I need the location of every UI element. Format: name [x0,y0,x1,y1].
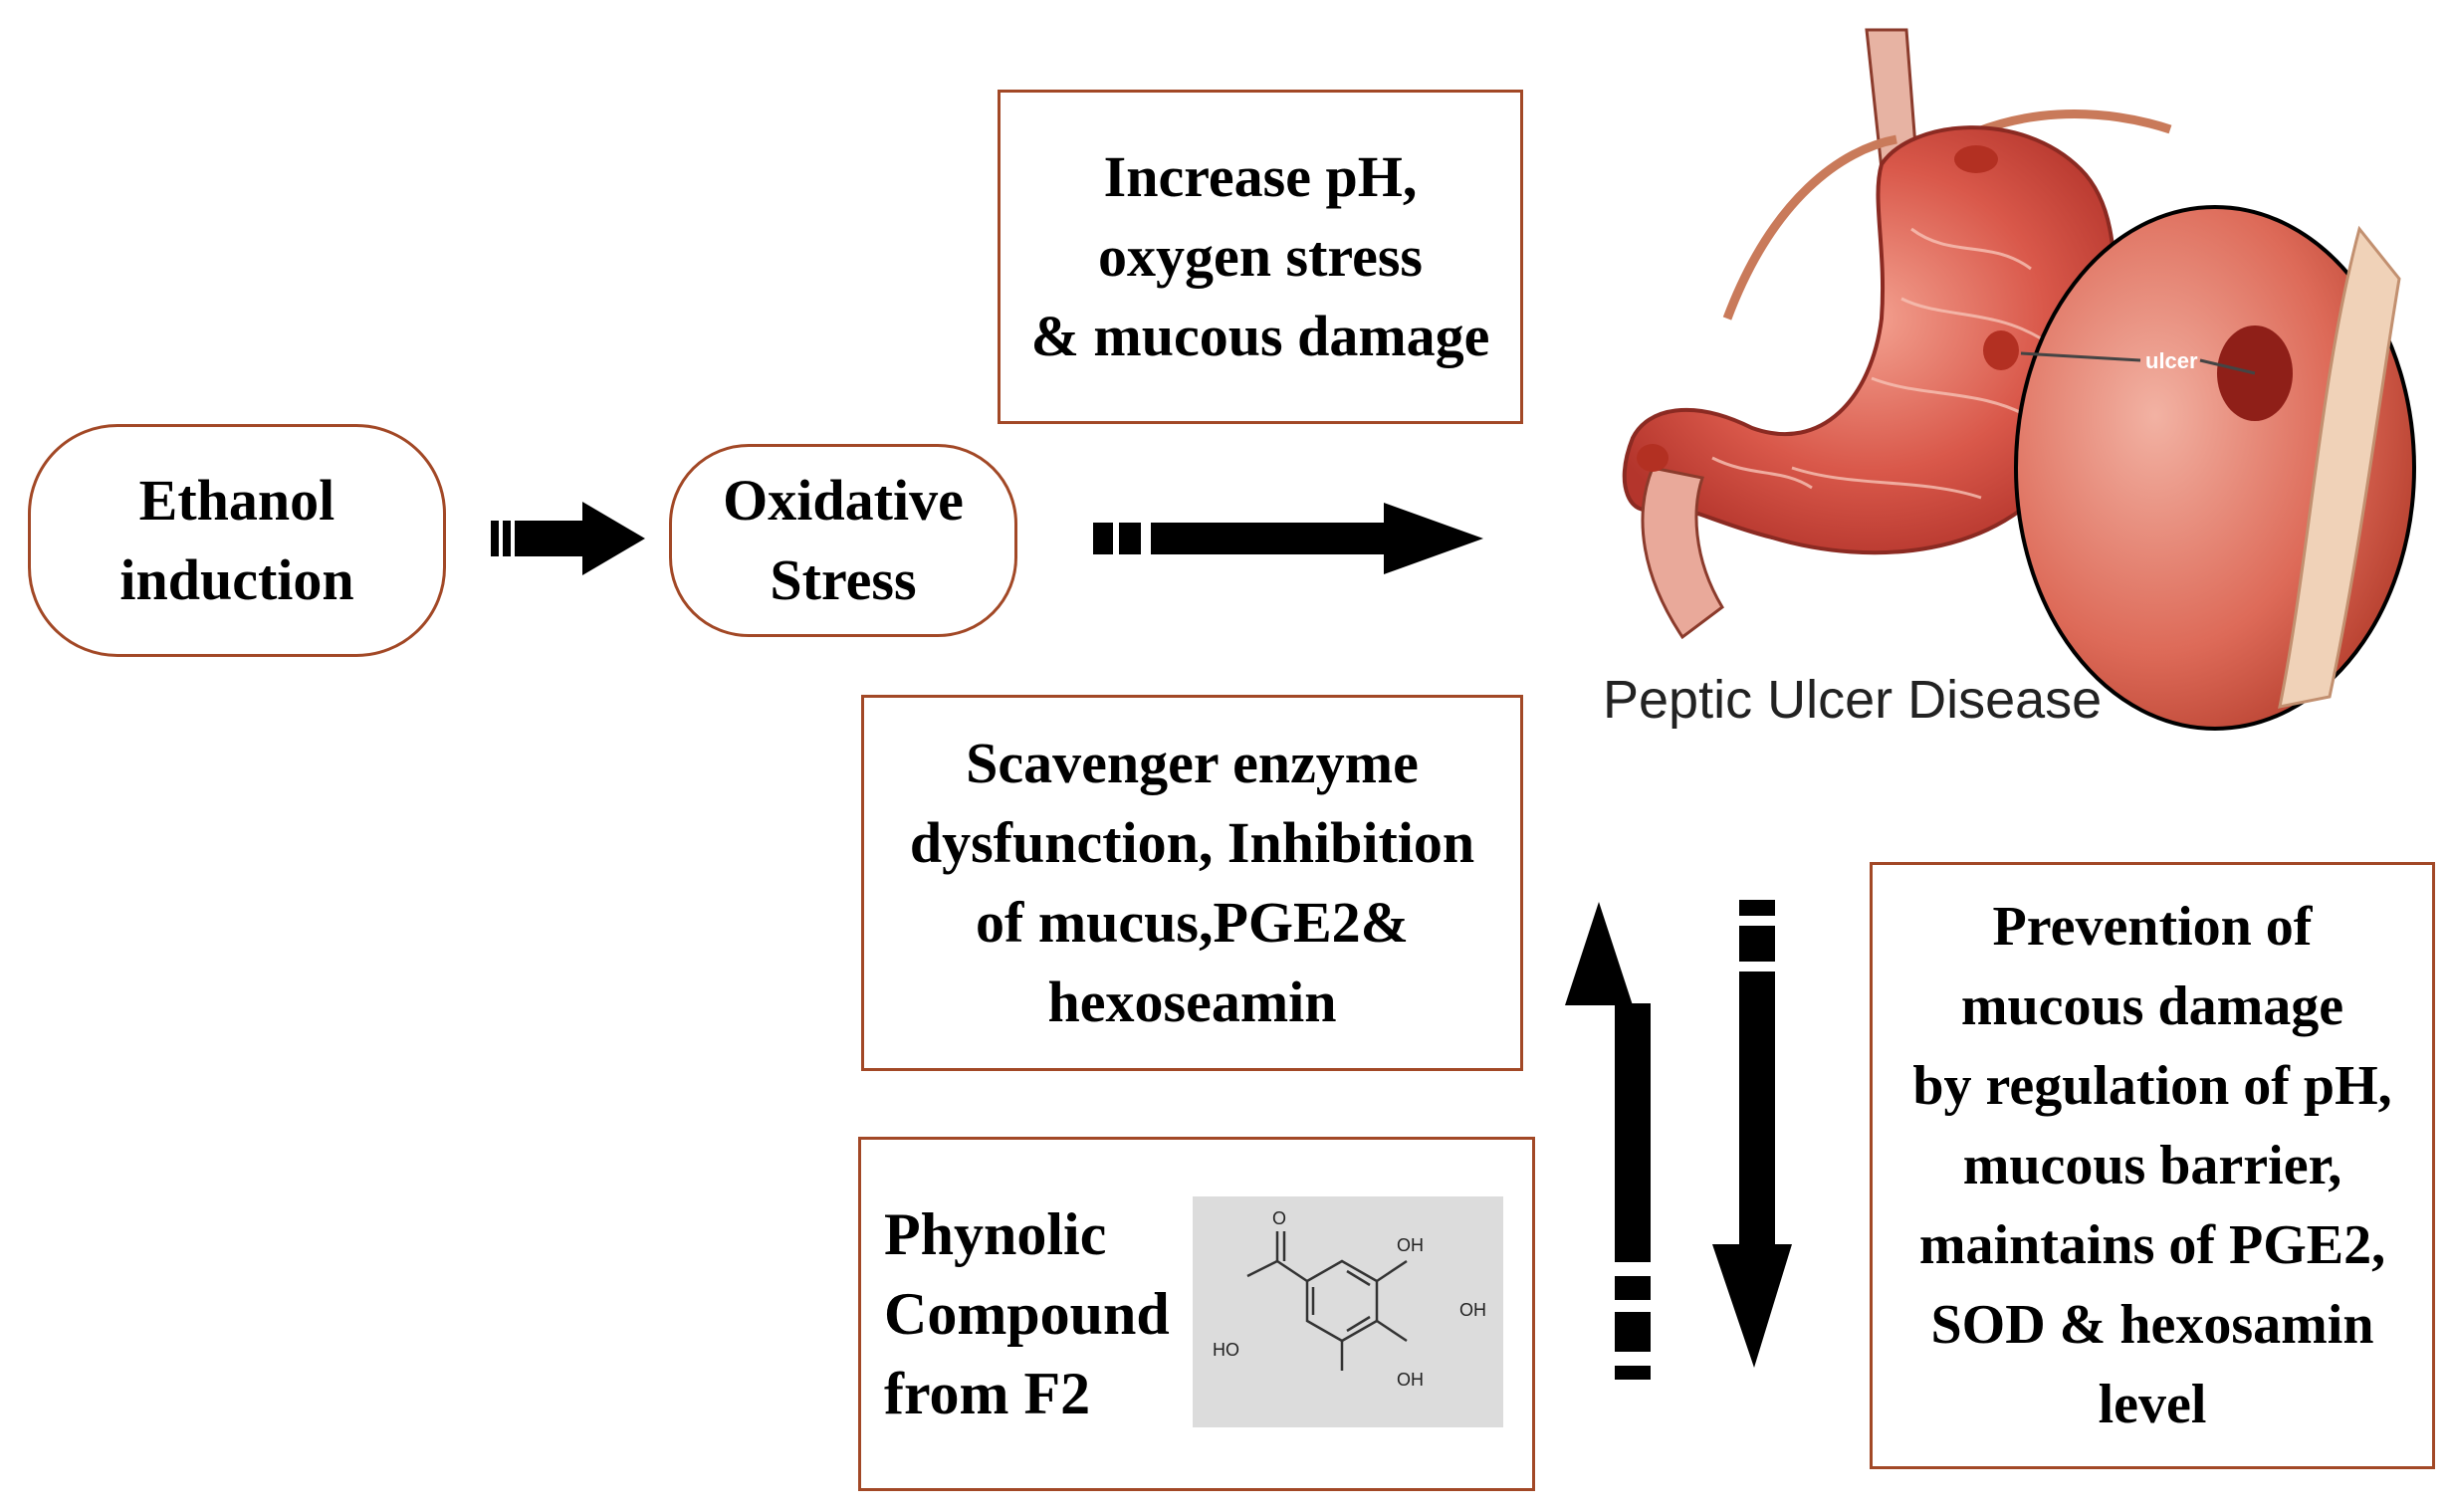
duodenum [1641,466,1724,640]
peptic-ulcer-caption: Peptic Ulcer Disease [1603,670,2103,730]
prevention-label: Prevention of mucous damage by regulatio… [1912,896,2392,1435]
stomach-folds [1711,227,2042,500]
arrow-up [1565,902,1651,1380]
arrow-ethanol-to-oxidative [491,502,645,575]
scavenger-enzyme-label: Scavenger enzyme dysfunction, Inhibition… [909,731,1475,1034]
blood-vessel [1722,134,1897,321]
ulcer-spot-2 [1983,330,2019,370]
ethanol-induction-node: Ethanol induction [28,424,446,657]
ethanol-induction-label: Ethanol induction [119,468,354,612]
zoom-tissue-layers [2278,225,2401,709]
oxidative-stress-node: Oxidative Stress [669,444,1017,637]
mol-label-oh-right: OH [1459,1300,1486,1320]
mol-label-o: O [1272,1208,1286,1228]
increase-ph-box: Increase pH, oxygen stress & mucous dama… [998,90,1523,424]
mol-label-oh-top: OH [1397,1235,1424,1255]
increase-ph-label: Increase pH, oxygen stress & mucous dama… [1030,144,1490,368]
phynolic-compound-label: Phynolic Compound from F2 [884,1201,1170,1426]
gallic-acid-structure: OH OH OH HO O [1193,1196,1503,1427]
mol-label-ho: HO [1213,1340,1239,1360]
scavenger-enzyme-box: Scavenger enzyme dysfunction, Inhibition… [861,695,1523,1071]
mol-label-oh-bottom: OH [1397,1370,1424,1390]
arrow-oxidative-to-ulcer [1093,503,1483,574]
oxidative-stress-label: Oxidative Stress [723,468,964,612]
ulcer-spot-1 [1954,145,1998,173]
arrow-down [1712,900,1792,1368]
ulcer-label: ulcer [2145,348,2198,373]
ulcer-pointer [2020,351,2141,362]
ulcer-spot-3 [1637,444,1669,472]
prevention-box: Prevention of mucous damage by regulatio… [1870,862,2435,1469]
